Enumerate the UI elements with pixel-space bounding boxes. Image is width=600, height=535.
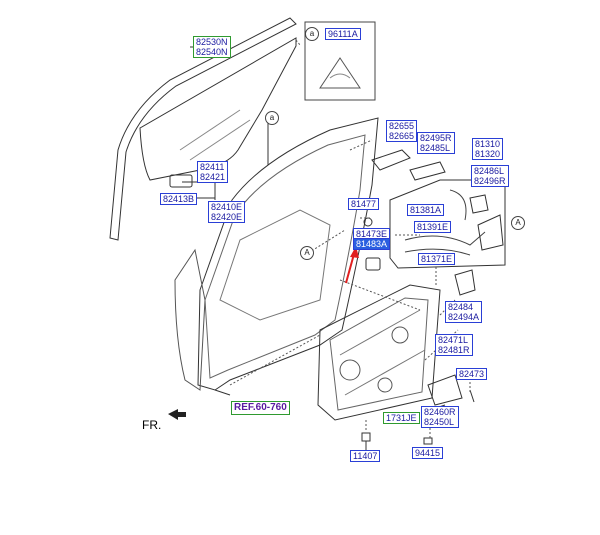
- part-number: 82460R: [424, 407, 456, 417]
- glass-run-channel: [109, 17, 297, 241]
- window-glass: [139, 37, 297, 181]
- decal-callout-box: [304, 21, 376, 101]
- part-number: 81310: [475, 139, 501, 149]
- part-number: 82655: [389, 121, 415, 131]
- part-label-81371E[interactable]: 81371E: [418, 253, 456, 265]
- door-module-panel: [317, 284, 441, 421]
- part-label-11407[interactable]: 11407: [350, 450, 381, 462]
- part-number: 82494A: [448, 312, 480, 322]
- part-label-81381A[interactable]: 81381A: [407, 204, 445, 216]
- part-number: 82485L: [420, 143, 451, 153]
- part-number: 82411: [200, 162, 225, 172]
- part-label-81483A-selected[interactable]: 81483A: [353, 238, 391, 250]
- part-number: 82481R: [438, 345, 470, 355]
- part-label-82530N[interactable]: 82530N 82540N: [193, 36, 231, 58]
- part-number: 82495R: [420, 133, 452, 143]
- part-label-81391E[interactable]: 81391E: [414, 221, 452, 233]
- part-number: 82540N: [196, 47, 228, 57]
- reference-label[interactable]: REF.60-760: [231, 401, 290, 415]
- handle-bracket: [371, 149, 411, 171]
- part-number: 82420E: [211, 212, 243, 222]
- regulator-motor: [427, 374, 463, 406]
- part-label-82471L[interactable]: 82471L 82481R: [435, 334, 473, 356]
- plug: [423, 437, 433, 445]
- part-label-81310[interactable]: 81310 81320: [472, 138, 504, 160]
- part-number: 82410E: [211, 202, 243, 212]
- part-number: 82421: [200, 172, 226, 182]
- part-label-82484[interactable]: 82484 82494A: [445, 301, 483, 323]
- part-label-94415[interactable]: 94415: [412, 447, 444, 459]
- front-direction-label: FR.: [142, 418, 162, 432]
- part-label-82486L[interactable]: 82486L 82496R: [471, 165, 509, 187]
- door-latch: [477, 214, 504, 251]
- decal-triangle: [319, 57, 361, 89]
- front-direction-arrow: [168, 409, 186, 420]
- part-label-82411[interactable]: 82411 82421: [197, 161, 229, 183]
- door-panel: [197, 117, 379, 391]
- part-number: 82471L: [438, 335, 469, 345]
- glass-clip: [169, 174, 193, 188]
- part-number: 82530N: [196, 37, 228, 47]
- part-label-82495R[interactable]: 82495R 82485L: [417, 132, 455, 154]
- part-number: 82665: [389, 131, 415, 141]
- part-label-96111A[interactable]: 96111A: [325, 28, 361, 40]
- part-label-1731JE[interactable]: 1731JE: [383, 412, 420, 424]
- handle-cover: [365, 257, 381, 271]
- latch-subassembly-box: [389, 179, 506, 269]
- part-number: 82484: [448, 302, 474, 312]
- door-hinge-side: [174, 248, 206, 391]
- callout-marker-A: A: [511, 216, 525, 230]
- callout-marker-A: A: [300, 246, 314, 260]
- part-number: 82486L: [474, 166, 505, 176]
- part-label-82413B[interactable]: 82413B: [160, 193, 198, 205]
- bolt: [361, 432, 371, 442]
- part-label-82410E[interactable]: 82410E 82420E: [208, 201, 246, 223]
- part-label-82473[interactable]: 82473: [456, 368, 488, 380]
- part-number: 81320: [475, 149, 501, 159]
- part-number: 82496R: [474, 176, 506, 186]
- red-arrow-indicator: [345, 246, 359, 284]
- door-checker: [454, 269, 476, 296]
- part-label-81477[interactable]: 81477: [348, 198, 380, 210]
- callout-marker-a: a: [265, 111, 279, 125]
- part-label-82655[interactable]: 82655 82665: [386, 120, 418, 142]
- part-label-82460R[interactable]: 82460R 82450L: [421, 406, 459, 428]
- part-number: 82450L: [424, 417, 455, 427]
- callout-marker-a: a: [305, 27, 319, 41]
